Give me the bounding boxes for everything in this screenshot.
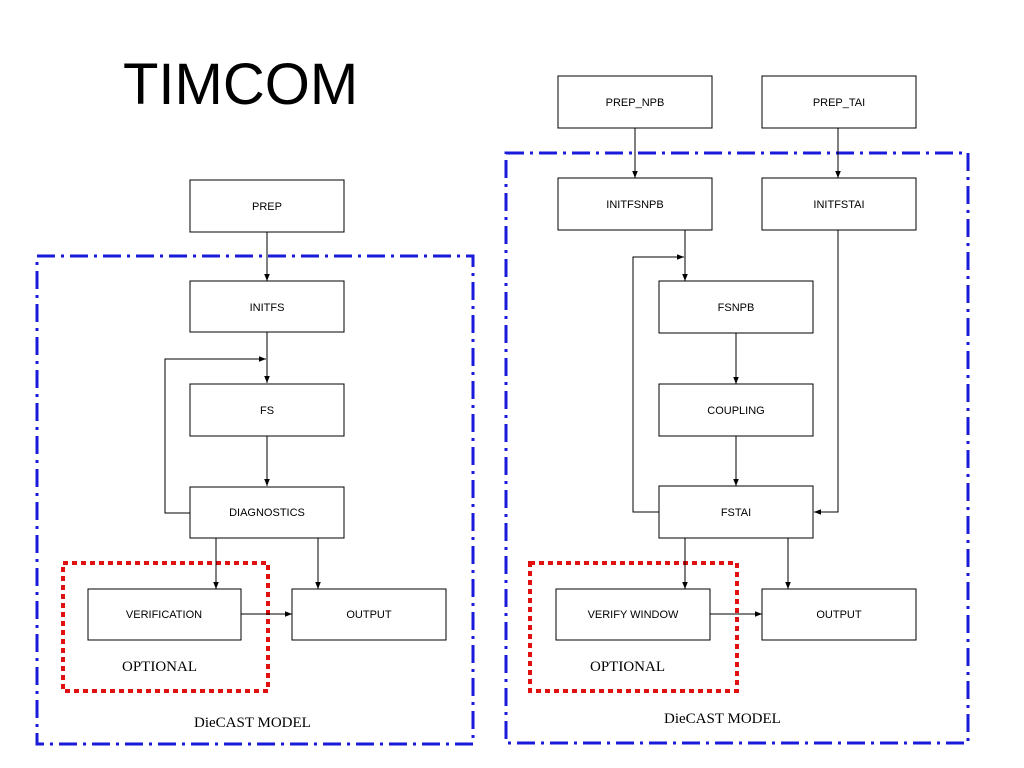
node-prep: PREP [189, 179, 345, 233]
node-prep-tai: PREP_TAI [761, 75, 917, 129]
node-initfsnpb: INITFSNPB [557, 177, 713, 231]
node-prep-npb: PREP_NPB [557, 75, 713, 129]
node-fs-label: FS [260, 405, 274, 417]
left-diagram: PREP INITFS FS DIAGNOSTICS VERIFICATION … [35, 179, 475, 746]
node-diagnostics: DIAGNOSTICS [189, 486, 345, 539]
right-model-label: DieCAST MODEL [664, 711, 781, 727]
node-initfs-label: INITFS [250, 302, 285, 314]
left-optional-label: OPTIONAL [122, 659, 197, 675]
node-initfsnpb-label: INITFSNPB [606, 199, 663, 211]
node-initfs: INITFS [189, 280, 345, 333]
node-fs: FS [189, 383, 345, 437]
page-title: TIMCOM [123, 52, 358, 117]
node-diagnostics-label: DIAGNOSTICS [229, 507, 305, 519]
left-edges [164, 232, 321, 617]
node-output-left-label: OUTPUT [346, 609, 392, 621]
node-output-right-label: OUTPUT [816, 609, 862, 621]
node-output-left: OUTPUT [291, 588, 447, 641]
node-prep-npb-label: PREP_NPB [606, 97, 665, 109]
node-initfstai: INITFSTAI [761, 177, 917, 231]
node-prep-tai-label: PREP_TAI [813, 97, 865, 109]
right-optional-label: OPTIONAL [590, 659, 665, 675]
node-verify-window-label: VERIFY WINDOW [588, 609, 679, 621]
node-fstai-label: FSTAI [721, 507, 751, 519]
node-prep-label: PREP [252, 201, 282, 213]
node-coupling: COUPLING [658, 383, 814, 437]
node-initfstai-label: INITFSTAI [813, 199, 864, 211]
right-model-frame [504, 151, 970, 745]
left-model-label: DieCAST MODEL [194, 715, 311, 731]
node-fsnpb: FSNPB [658, 280, 814, 334]
node-verification-label: VERIFICATION [126, 609, 202, 621]
right-optional-frame [528, 561, 739, 693]
node-fsnpb-label: FSNPB [718, 302, 755, 314]
node-coupling-label: COUPLING [707, 405, 764, 417]
node-output-right: OUTPUT [761, 588, 917, 641]
node-verification: VERIFICATION [87, 588, 242, 641]
right-diagram: PREP_NPB PREP_TAI INITFSNPB INITFSTAI FS… [504, 75, 970, 745]
node-verify-window: VERIFY WINDOW [555, 588, 711, 641]
right-edges [632, 128, 841, 617]
left-optional-frame [61, 561, 270, 693]
node-fstai: FSTAI [658, 485, 814, 539]
